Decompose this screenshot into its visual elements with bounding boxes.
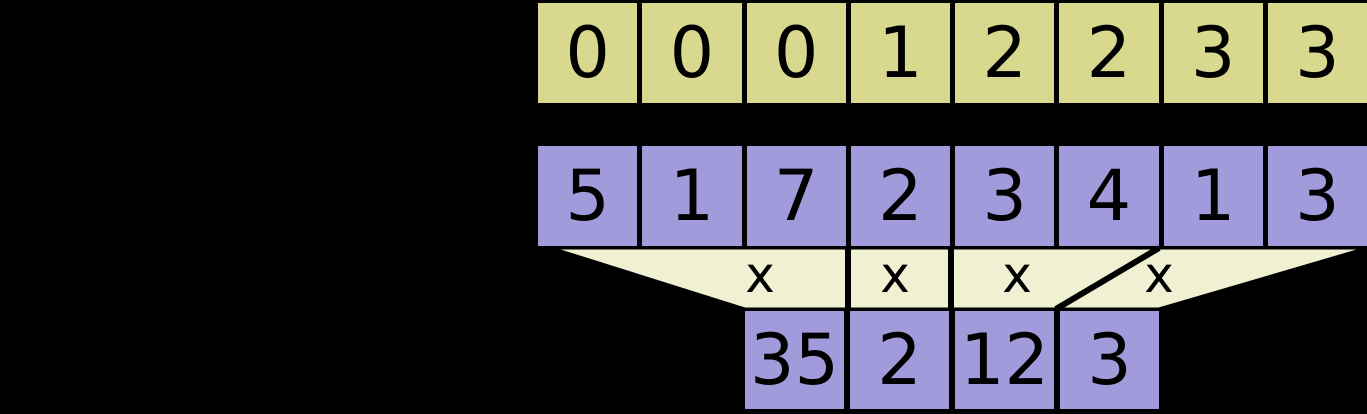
segment-id-cell: 0 [746,3,846,103]
multiply-operator-label: x [745,246,775,304]
segment-divider-line [1054,245,1161,312]
result-cell: 3 [1060,311,1159,409]
segment-id-cell: 0 [642,3,742,103]
segment-id-cell: 3 [1163,3,1263,103]
segment-id-cell: 3 [1267,3,1367,103]
results-row: 35 2 12 3 [745,311,1159,409]
segment-ids-row: 0 0 0 1 2 2 3 3 [538,3,1367,103]
result-cell: 12 [955,311,1054,409]
multiply-operator-label: x [880,246,910,304]
input-value-cell: 7 [746,146,846,246]
result-cell: 2 [850,311,949,409]
segment-id-cell: 0 [538,3,638,103]
reduce-funnel-band: x x x x [550,245,1367,312]
multiply-operator-label: x [1144,246,1174,304]
input-value-cell: 1 [642,146,742,246]
segment-id-cell: 2 [955,3,1055,103]
input-value-cell: 3 [955,146,1055,246]
input-values-row: 5 1 7 2 3 4 1 3 [538,146,1367,246]
multiply-operator-label: x [1002,246,1032,304]
result-cell: 35 [745,311,844,409]
segment-id-cell: 1 [850,3,950,103]
input-value-cell: 3 [1267,146,1367,246]
input-value-cell: 2 [850,146,950,246]
input-value-cell: 1 [1163,146,1263,246]
input-value-cell: 4 [1059,146,1159,246]
input-value-cell: 5 [538,146,638,246]
funnel-shape [550,246,1367,311]
segment-id-cell: 2 [1059,3,1159,103]
